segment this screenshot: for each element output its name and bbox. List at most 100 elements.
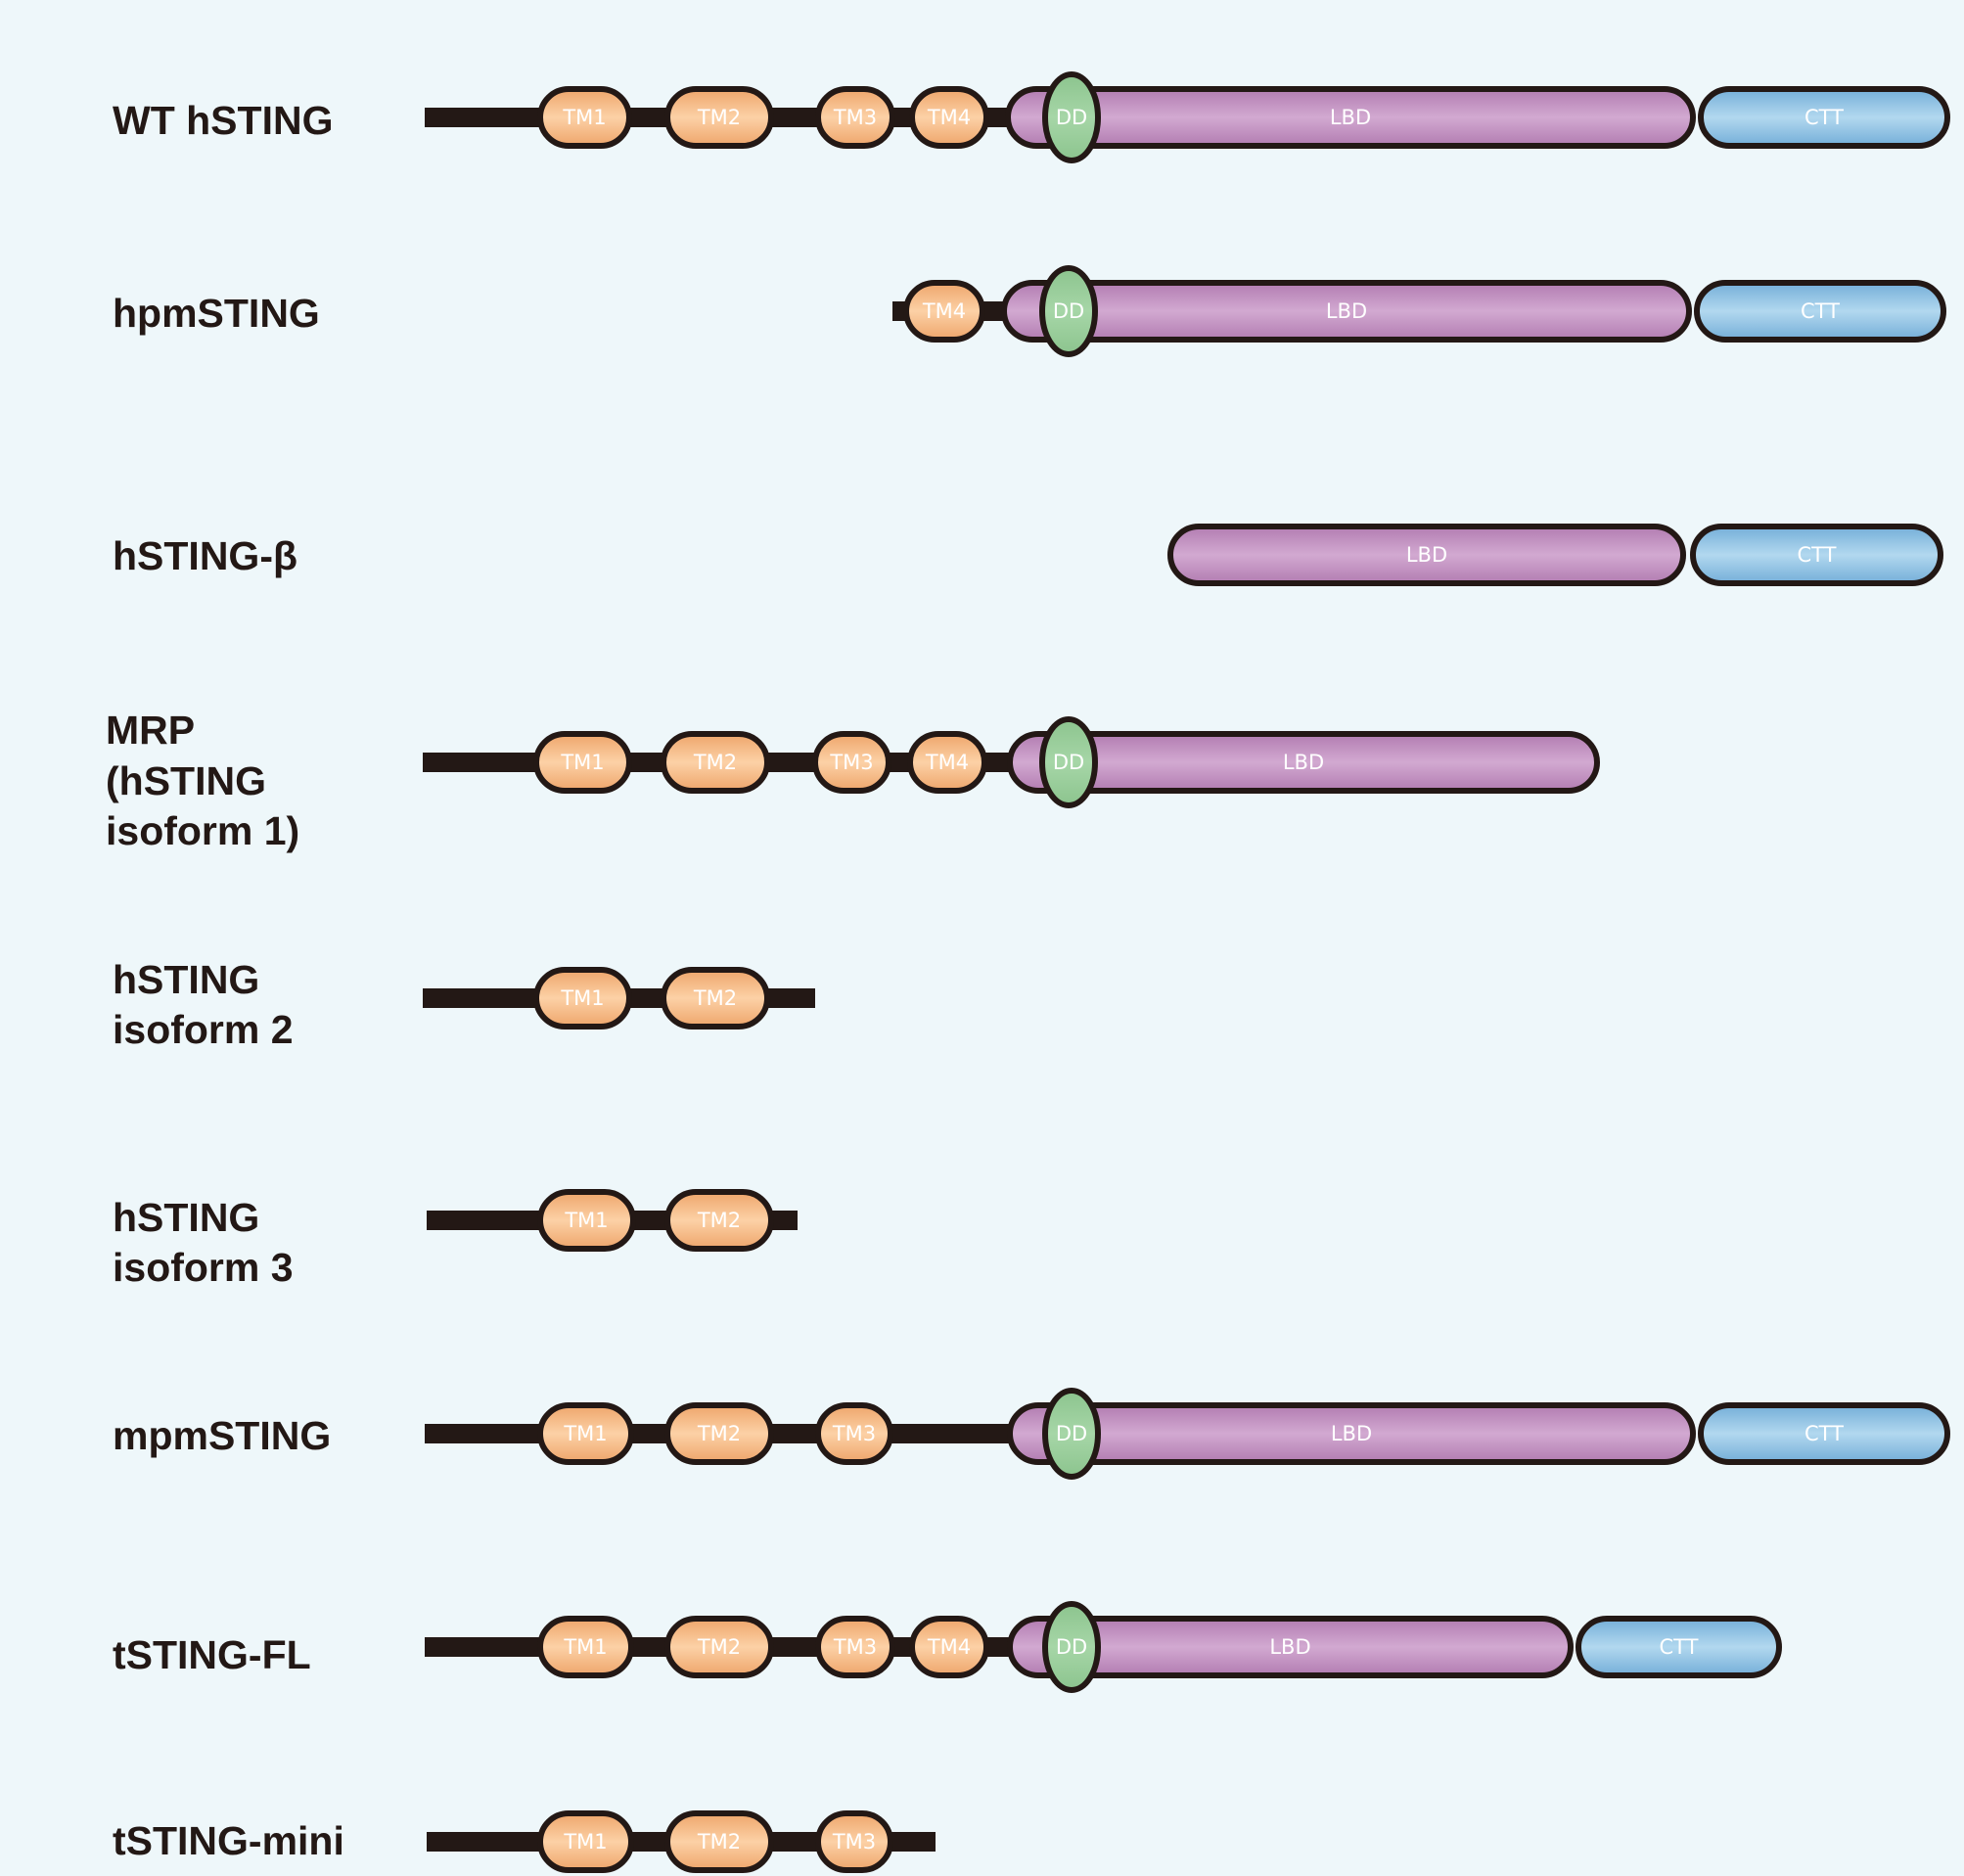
domain-label: TM1 bbox=[563, 1830, 607, 1853]
construct-name: isoform 2 bbox=[113, 1007, 294, 1052]
construct-name: tSTING-mini bbox=[113, 1818, 344, 1863]
domain-dd-dd: DD bbox=[1042, 1601, 1101, 1693]
domain-label: TM3 bbox=[829, 751, 873, 774]
domain-tm-tm1: TM1 bbox=[537, 1616, 634, 1678]
domain-lbd-lbd: LBD bbox=[1005, 86, 1696, 149]
domain-label: TM2 bbox=[697, 1209, 741, 1232]
dd-shape bbox=[1042, 1601, 1101, 1693]
domain-label: TM2 bbox=[697, 1830, 741, 1853]
domain-tm-tm1: TM1 bbox=[537, 1810, 634, 1873]
construct-name: hpmSTING bbox=[113, 291, 320, 336]
domain-tm-tm1: TM1 bbox=[533, 731, 632, 794]
ctt-shape bbox=[1698, 1402, 1950, 1465]
domain-tm-tm3: TM3 bbox=[815, 86, 895, 149]
tm-shape bbox=[812, 731, 891, 794]
domain-tm-tm2: TM2 bbox=[664, 1402, 774, 1465]
domain-label: TM2 bbox=[693, 751, 737, 774]
domain-label: DD bbox=[1056, 106, 1087, 129]
domain-label: TM1 bbox=[560, 751, 604, 774]
domain-label: TM2 bbox=[697, 1422, 741, 1445]
tm-shape bbox=[664, 86, 774, 149]
domain-label: TM1 bbox=[564, 1209, 608, 1232]
domain-dd-dd: DD bbox=[1039, 716, 1098, 808]
domain-dd-dd: DD bbox=[1042, 71, 1101, 163]
domain-tm-tm1: TM1 bbox=[537, 1402, 634, 1465]
construct-row-hsting-isoform-2: hSTING isoform 2 TM1 TM2 bbox=[113, 957, 815, 1052]
domain-label: TM1 bbox=[563, 1635, 607, 1659]
domain-label: CTT bbox=[1804, 106, 1844, 129]
construct-name: tSTING-FL bbox=[113, 1632, 311, 1677]
tm-shape bbox=[909, 86, 989, 149]
construct-name: mpmSTING bbox=[113, 1413, 331, 1458]
construct-name: isoform 1) bbox=[106, 808, 299, 853]
domain-tm-tm1: TM1 bbox=[537, 1189, 636, 1252]
domain-lbd-lbd: LBD bbox=[1167, 524, 1686, 586]
domain-tm-tm2: TM2 bbox=[664, 1189, 774, 1252]
domain-lbd-lbd: LBD bbox=[1001, 280, 1692, 343]
domain-label: LBD bbox=[1283, 751, 1324, 774]
domain-label: TM2 bbox=[693, 986, 737, 1010]
ctt-shape bbox=[1698, 86, 1950, 149]
domain-label: TM4 bbox=[927, 1635, 971, 1659]
tm-shape bbox=[664, 1616, 774, 1678]
domain-label: TM1 bbox=[560, 986, 604, 1010]
tm-shape bbox=[664, 1189, 774, 1252]
domain-label: LBD bbox=[1330, 106, 1371, 129]
domain-ctt-ctt: CTT bbox=[1698, 1402, 1950, 1465]
tm-shape bbox=[909, 1616, 989, 1678]
tm-shape bbox=[815, 86, 895, 149]
domain-label: CTT bbox=[1798, 543, 1837, 567]
domain-tm-tm1: TM1 bbox=[537, 86, 632, 149]
construct-row-hsting: hSTING-β LBD CTT bbox=[113, 524, 1943, 586]
domain-label: DD bbox=[1056, 1635, 1087, 1659]
construct-name: hSTING bbox=[113, 957, 259, 1002]
domain-tm-tm1: TM1 bbox=[533, 967, 632, 1030]
domain-ctt-ctt: CTT bbox=[1694, 280, 1946, 343]
domain-lbd-lbd: LBD bbox=[1007, 731, 1600, 794]
domain-tm-tm2: TM2 bbox=[664, 1810, 774, 1873]
tm-shape bbox=[815, 1616, 895, 1678]
lbd-shape bbox=[1007, 731, 1600, 794]
tm-shape bbox=[815, 1402, 893, 1465]
construct-row-hpmsting: hpmSTING TM4 LBD CTT DD bbox=[113, 265, 1946, 357]
ctt-shape bbox=[1694, 280, 1946, 343]
tm-shape bbox=[537, 1189, 636, 1252]
domain-tm-tm3: TM3 bbox=[815, 1810, 893, 1873]
domain-label: DD bbox=[1053, 751, 1084, 774]
lbd-shape bbox=[1007, 1402, 1696, 1465]
domain-dd-dd: DD bbox=[1039, 265, 1098, 357]
tm-shape bbox=[664, 1402, 774, 1465]
construct-name: MRP bbox=[106, 708, 195, 753]
lbd-shape bbox=[1167, 524, 1686, 586]
domain-tm-tm3: TM3 bbox=[815, 1616, 895, 1678]
domain-label: DD bbox=[1056, 1422, 1087, 1445]
tm-shape bbox=[903, 280, 985, 343]
domain-label: TM3 bbox=[832, 1830, 876, 1853]
domain-label: TM2 bbox=[697, 106, 741, 129]
construct-name: hSTING-β bbox=[113, 533, 297, 578]
domain-tm-tm2: TM2 bbox=[661, 967, 770, 1030]
domain-label: TM1 bbox=[563, 1422, 607, 1445]
domain-lbd-lbd: LBD bbox=[1007, 1402, 1696, 1465]
domain-label: CTT bbox=[1801, 299, 1840, 323]
domain-tm-tm3: TM3 bbox=[815, 1402, 893, 1465]
ctt-shape bbox=[1576, 1616, 1782, 1678]
domain-label: LBD bbox=[1326, 299, 1367, 323]
domain-tm-tm4: TM4 bbox=[903, 280, 985, 343]
domain-label: TM4 bbox=[925, 751, 969, 774]
domain-tm-tm4: TM4 bbox=[909, 86, 989, 149]
domain-ctt-ctt: CTT bbox=[1698, 86, 1950, 149]
domain-label: TM2 bbox=[697, 1635, 741, 1659]
tm-shape bbox=[664, 1810, 774, 1873]
domain-tm-tm2: TM2 bbox=[661, 731, 770, 794]
domain-label: TM4 bbox=[927, 106, 971, 129]
domain-label: DD bbox=[1053, 299, 1084, 323]
tm-shape bbox=[533, 967, 632, 1030]
domain-lbd-lbd: LBD bbox=[1007, 1616, 1574, 1678]
domain-label: TM3 bbox=[832, 1422, 876, 1445]
